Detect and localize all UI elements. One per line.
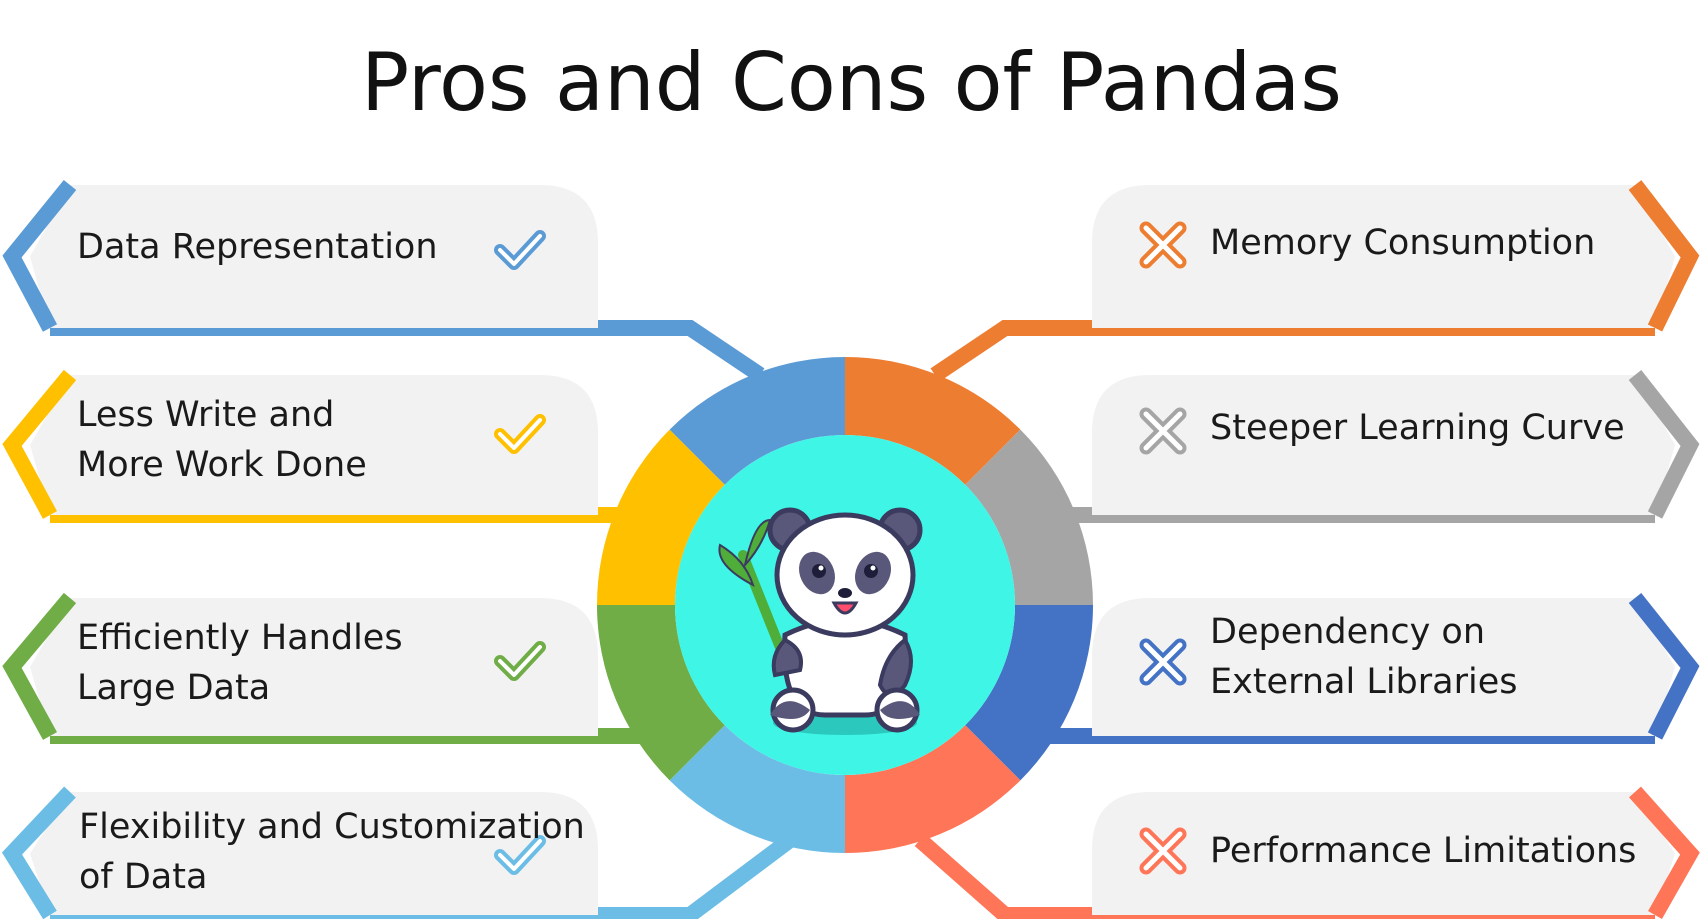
pro-check-icon-3 xyxy=(494,641,546,681)
panda-head xyxy=(774,512,916,638)
pro-card-4 xyxy=(30,792,598,915)
con-card-4 xyxy=(1092,792,1675,915)
con-card-3 xyxy=(1092,598,1675,736)
con-bracket-3 xyxy=(1628,593,1700,740)
pro-label-1: Data Representation xyxy=(77,227,438,267)
panda-icon xyxy=(718,507,923,735)
pro-bracket-2 xyxy=(2,369,77,519)
ring-segment-7 xyxy=(597,429,725,605)
bamboo-stalk xyxy=(738,550,788,660)
pro-check-icon-2 xyxy=(494,414,546,454)
con-cross-icon-1 xyxy=(1139,221,1187,269)
ring-segment-6 xyxy=(597,605,725,781)
panda-mouth xyxy=(831,601,859,615)
ring-segment-1 xyxy=(845,357,1021,485)
pro-card-1 xyxy=(30,185,598,328)
con-label-3: Dependency on External Libraries xyxy=(1210,612,1518,702)
con-card-1 xyxy=(1092,185,1675,328)
con-label-4: Performance Limitations xyxy=(1210,831,1637,871)
con-cross-icon-4 xyxy=(1139,827,1187,875)
panda-left-paw xyxy=(770,701,810,719)
panda-left-eye-shine xyxy=(818,565,824,571)
ring-segment-5 xyxy=(669,725,845,853)
con-cross-icon-3 xyxy=(1139,638,1187,686)
con-label-1: Memory Consumption xyxy=(1210,223,1596,263)
pro-connector-1 xyxy=(50,320,765,382)
pro-check-icon-1 xyxy=(494,230,546,270)
panda-right-eye xyxy=(864,564,878,578)
ring-segment-8 xyxy=(669,357,845,485)
pro-check-icon-4 xyxy=(494,835,546,875)
pro-label-4: Flexibility and Customization of Data xyxy=(79,807,585,897)
bamboo-leaf-1 xyxy=(718,543,755,588)
page-title: Pros and Cons of Pandas xyxy=(361,36,1342,129)
con-connector-1 xyxy=(930,320,1655,382)
con-bracket-1 xyxy=(1628,180,1700,332)
pro-bracket-3 xyxy=(2,592,77,740)
panda-right-paw xyxy=(880,701,920,719)
con-label-2: Steeper Learning Curve xyxy=(1210,408,1625,448)
pro-bracket-4 xyxy=(1,786,76,919)
con-cross-icon-2 xyxy=(1139,407,1187,455)
pro-bracket-1 xyxy=(2,179,77,332)
con-bracket-2 xyxy=(1628,370,1700,519)
pro-card-3 xyxy=(30,598,598,736)
ring-segment-3 xyxy=(965,605,1093,781)
panda-left-eye xyxy=(812,564,826,578)
panda-nose xyxy=(838,588,852,598)
con-card-2 xyxy=(1092,375,1675,515)
ring-segment-4 xyxy=(845,725,1021,853)
panda-right-eye-shine xyxy=(870,565,876,571)
pro-card-2 xyxy=(30,375,598,515)
pro-label-2: Less Write and More Work Done xyxy=(77,395,367,485)
con-bracket-4 xyxy=(1629,786,1700,919)
pro-label-3: Efficiently Handles Large Data xyxy=(77,618,403,708)
panda-left-arm xyxy=(771,637,803,678)
ring-segment-2 xyxy=(965,429,1093,605)
